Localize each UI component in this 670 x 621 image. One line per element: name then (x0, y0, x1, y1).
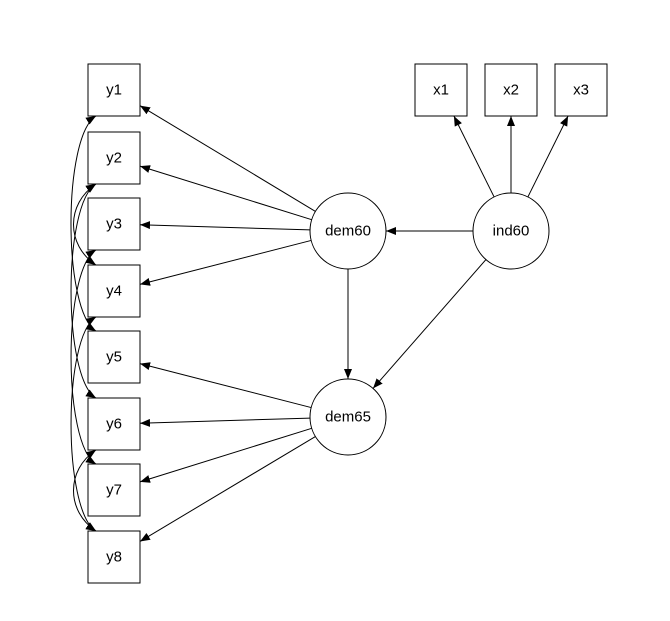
observed-node-y4: y4 (87, 264, 141, 318)
path-arrow-dem65-y8 (139, 436, 316, 542)
node-label: y1 (106, 82, 122, 99)
node-label: x1 (433, 82, 449, 99)
observed-box (414, 63, 468, 117)
observed-box (554, 63, 608, 117)
node-label: y2 (106, 150, 122, 167)
path-arrow-dem60-y4 (139, 239, 312, 286)
latent-circle (472, 192, 550, 270)
node-label: y7 (106, 482, 122, 499)
path-arrow-dem65-y6 (139, 417, 311, 427)
node-label: x3 (573, 82, 589, 99)
covariance-arc-y3-y7 (70, 249, 97, 465)
path-arrow-dem60-y2 (139, 165, 312, 221)
latent-node-ind60: ind60 (472, 192, 550, 270)
latent-circle (309, 378, 387, 456)
observed-box (87, 463, 141, 517)
observed-box (87, 397, 141, 451)
observed-node-y5: y5 (87, 330, 141, 384)
node-label: y6 (106, 416, 122, 433)
covariance-arc-y2-y6 (70, 183, 97, 399)
node-label: ind60 (493, 223, 530, 240)
observed-box (87, 330, 141, 384)
path-arrow-dem60-y3 (139, 221, 311, 231)
observed-node-x2: x2 (484, 63, 538, 117)
observed-box (87, 264, 141, 318)
latent-node-dem65: dem65 (309, 378, 387, 456)
observed-box (87, 63, 141, 117)
node-label: dem60 (325, 223, 371, 240)
path-arrow-dem60-y1 (139, 105, 316, 212)
covariance-arc-y6-y8 (73, 449, 97, 532)
observed-node-y3: y3 (87, 197, 141, 251)
observed-node-x3: x3 (554, 63, 608, 117)
path-arrow-dem65-y5 (139, 362, 312, 409)
path-arrow-dem65-y7 (139, 427, 312, 483)
observed-box (484, 63, 538, 117)
observed-node-y6: y6 (87, 397, 141, 451)
observed-box (87, 131, 141, 185)
observed-box (87, 530, 141, 584)
latent-node-dem60: dem60 (309, 192, 387, 270)
observed-node-y2: y2 (87, 131, 141, 185)
node-label: y8 (106, 549, 122, 566)
covariance-arc-y4-y8 (70, 316, 97, 532)
node-label: y4 (106, 283, 122, 300)
covariance-arc-y1-y5 (70, 115, 97, 332)
observed-node-y7: y7 (87, 463, 141, 517)
observed-node-x1: x1 (414, 63, 468, 117)
node-label: x2 (503, 82, 519, 99)
path-arrow-ind60-dem65 (372, 259, 487, 389)
observed-node-y8: y8 (87, 530, 141, 584)
node-label: y3 (106, 216, 122, 233)
node-label: y5 (106, 349, 122, 366)
node-label: dem65 (325, 409, 371, 426)
path-arrow-ind60-x1 (453, 115, 495, 198)
path-arrow-ind60-x3 (527, 115, 569, 198)
latent-circle (309, 192, 387, 270)
observed-node-y1: y1 (87, 63, 141, 117)
observed-box (87, 197, 141, 251)
